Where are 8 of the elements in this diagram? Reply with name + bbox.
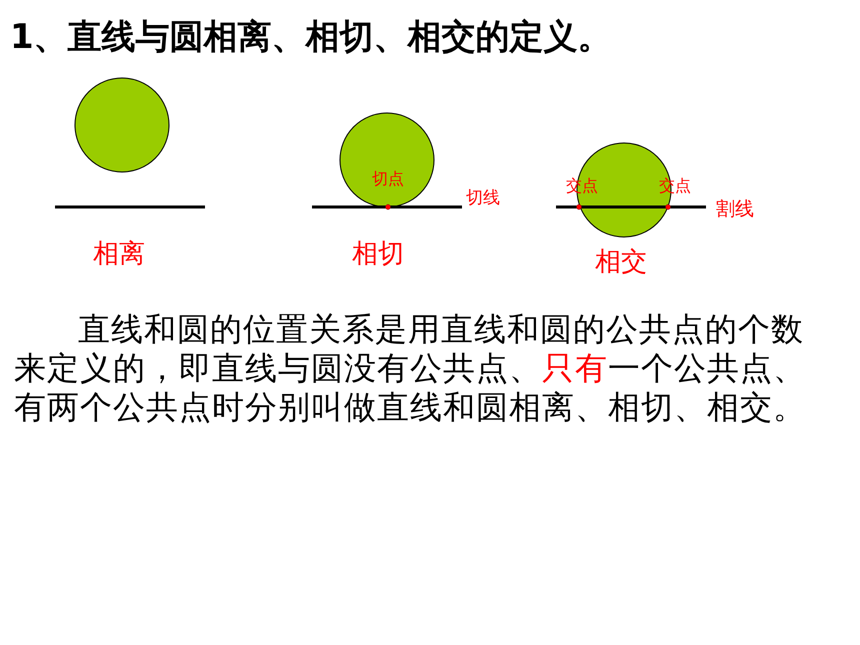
figure-label: 相离	[93, 240, 145, 270]
line-label: 割线	[716, 199, 754, 221]
figure-label: 相交	[595, 248, 647, 278]
line-label: 切线	[466, 189, 500, 209]
point-label: 切点	[372, 170, 404, 188]
definition-paragraph: 直线和圆的位置关系是用直线和圆的公共点的个数来定义的，即直线与圆没有公共点、只有一个公共点、有两个公共点时分别叫做直线和圆相离、相切、相交。	[14, 310, 807, 427]
slide-title: 1、直线与圆相离、相切、相交的定义。	[10, 16, 612, 59]
figure-label: 相切	[352, 240, 404, 270]
